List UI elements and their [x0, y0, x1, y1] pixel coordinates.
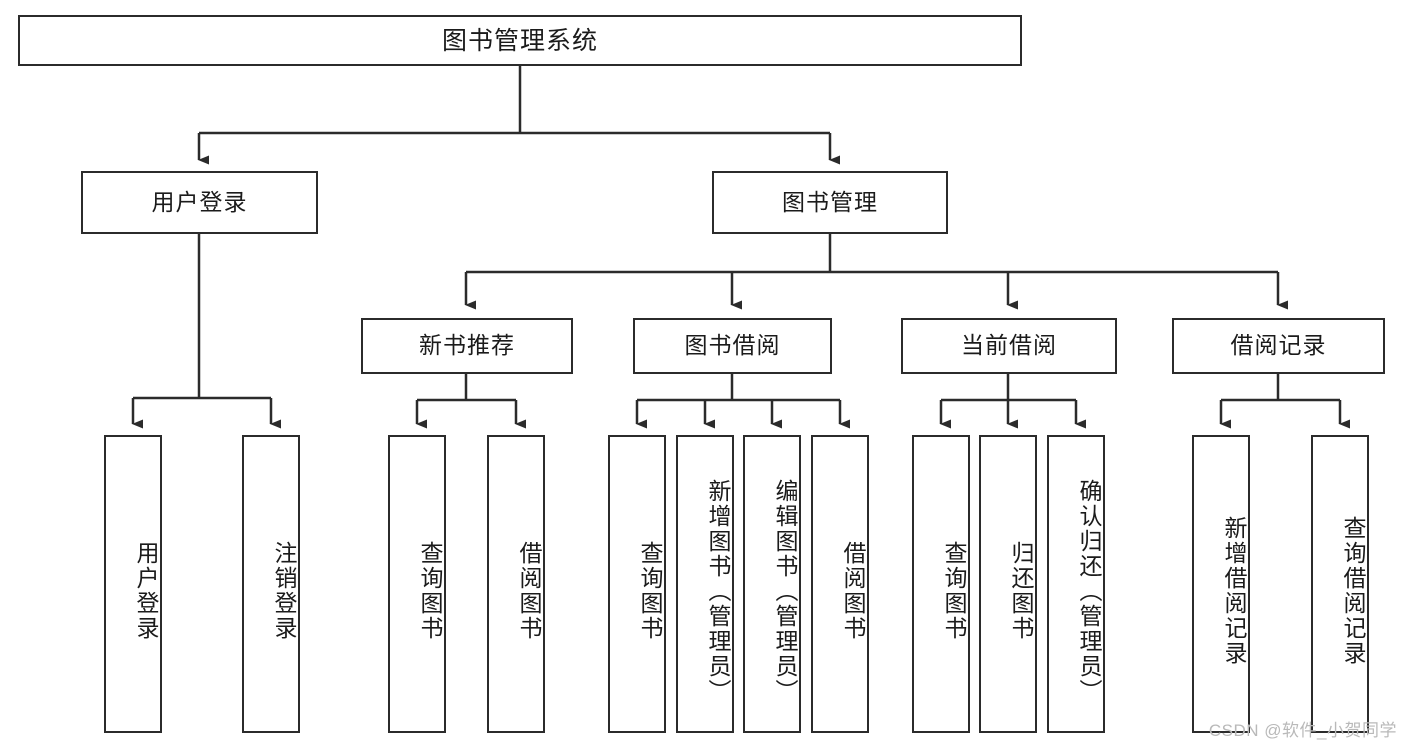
- node-book-borrow[interactable]: 图书借阅: [633, 318, 832, 374]
- node-label: 查询借阅记录: [1340, 516, 1366, 666]
- node-label: 用户登录: [133, 541, 159, 641]
- node-label: 查询图书: [417, 541, 443, 641]
- node-borrow-record[interactable]: 借阅记录: [1172, 318, 1385, 374]
- node-label: 新增图书（管理员）: [705, 478, 731, 704]
- node-label: 图书借阅: [684, 332, 781, 359]
- leaf-logout[interactable]: 注销登录: [242, 435, 300, 733]
- node-label: 查询图书: [941, 541, 967, 641]
- leaf-query-book-2[interactable]: 查询图书: [608, 435, 666, 733]
- node-label: 注销登录: [271, 541, 297, 641]
- node-label: 图书管理系统: [441, 26, 598, 55]
- node-label: 借阅记录: [1230, 332, 1327, 359]
- node-label: 确认归还（管理员）: [1076, 478, 1102, 704]
- node-label: 新增借阅记录: [1221, 516, 1247, 666]
- node-label: 借阅图书: [840, 541, 866, 641]
- leaf-user-login[interactable]: 用户登录: [104, 435, 162, 733]
- leaf-borrow-book-2[interactable]: 借阅图书: [811, 435, 869, 733]
- node-user-login[interactable]: 用户登录: [81, 171, 318, 234]
- leaf-query-record[interactable]: 查询借阅记录: [1311, 435, 1369, 733]
- node-current-borrow[interactable]: 当前借阅: [901, 318, 1117, 374]
- node-label: 当前借阅: [961, 332, 1057, 359]
- node-label: 借阅图书: [516, 541, 542, 641]
- leaf-confirm-return[interactable]: 确认归还（管理员）: [1047, 435, 1105, 733]
- leaf-add-record[interactable]: 新增借阅记录: [1192, 435, 1250, 733]
- node-label: 编辑图书（管理员）: [772, 478, 798, 704]
- node-label: 用户登录: [151, 188, 248, 215]
- node-new-book-recommend[interactable]: 新书推荐: [361, 318, 573, 374]
- node-book-management[interactable]: 图书管理: [712, 171, 948, 234]
- node-label: 归还图书: [1008, 541, 1034, 641]
- node-label: 查询图书: [637, 541, 663, 641]
- leaf-query-book-3[interactable]: 查询图书: [912, 435, 970, 733]
- node-root-title[interactable]: 图书管理系统: [18, 15, 1022, 66]
- leaf-edit-book[interactable]: 编辑图书（管理员）: [743, 435, 801, 733]
- leaf-query-book-1[interactable]: 查询图书: [388, 435, 446, 733]
- csdn-watermark: CSDN @软件_小贺同学: [1208, 721, 1397, 740]
- leaf-add-book[interactable]: 新增图书（管理员）: [676, 435, 734, 733]
- node-label: 图书管理: [782, 188, 878, 215]
- leaf-borrow-book-1[interactable]: 借阅图书: [487, 435, 545, 733]
- leaf-return-book[interactable]: 归还图书: [979, 435, 1037, 733]
- node-label: 新书推荐: [419, 332, 515, 359]
